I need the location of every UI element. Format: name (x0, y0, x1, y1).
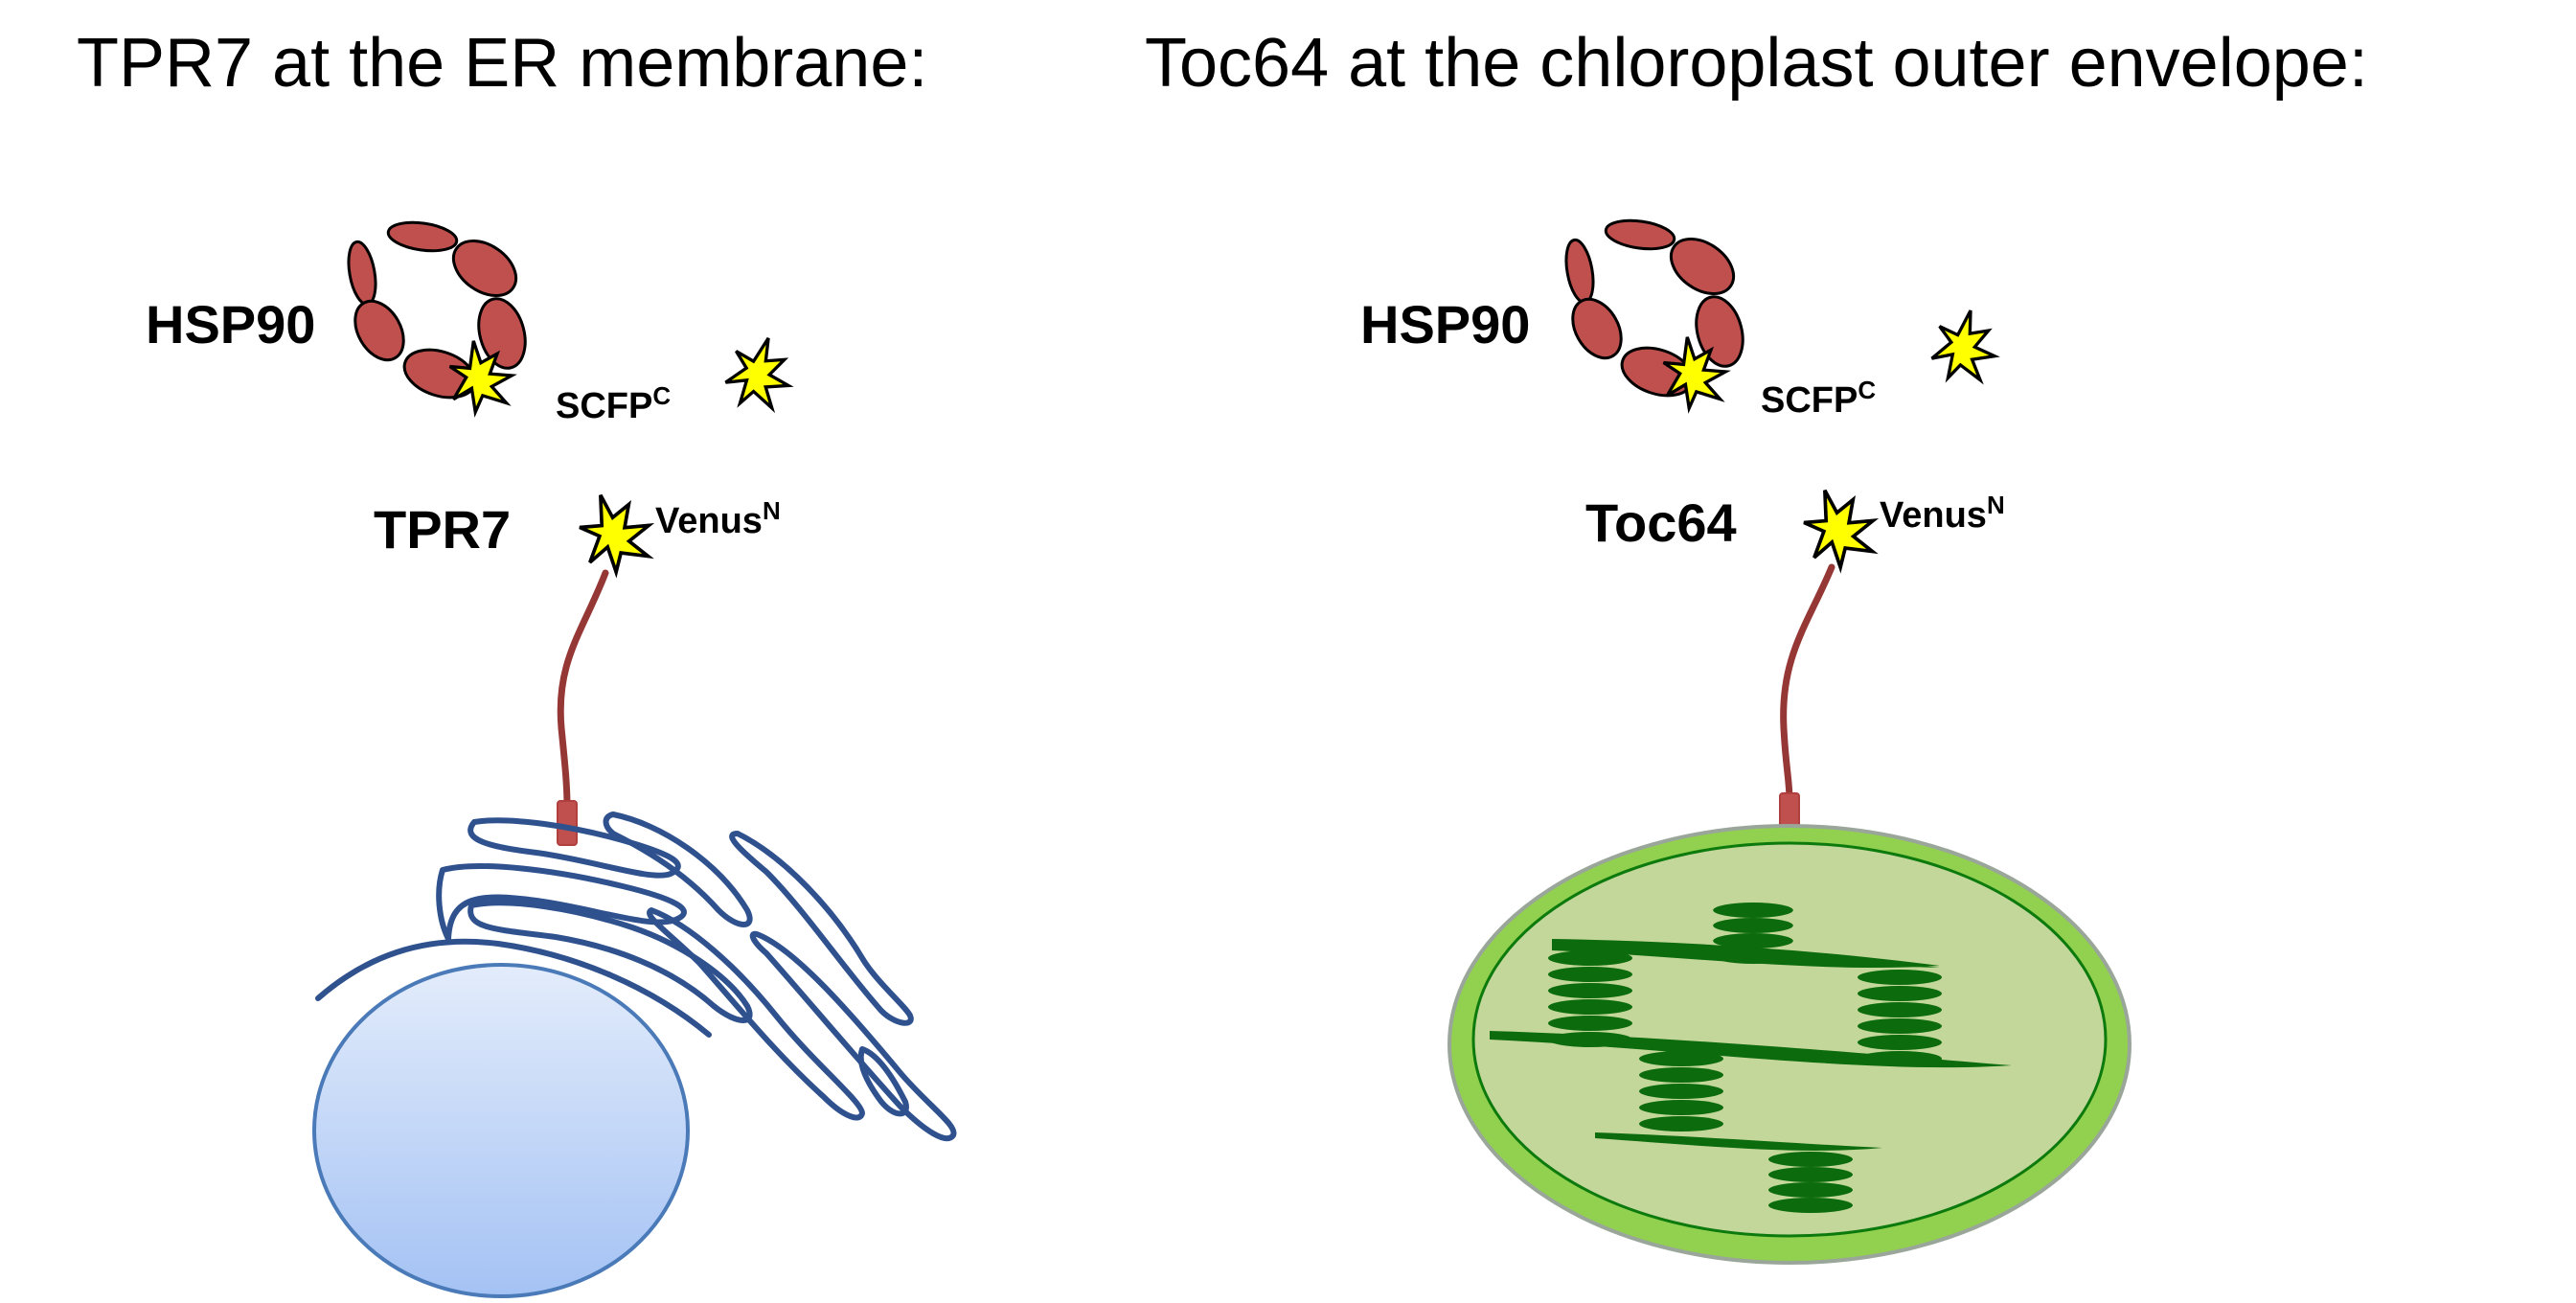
hsp90-label: HSP90 (146, 294, 315, 354)
venus-fragment-icon (1797, 481, 1882, 575)
toc64-tether (1780, 563, 1835, 804)
tpr7-tether (557, 569, 609, 811)
scfp-label: SCFPC (1761, 376, 1876, 421)
panel-title-er: TPR7 at the ER membrane: (77, 25, 927, 102)
chloroplast (1448, 824, 2131, 1265)
membrane-anchor-left (557, 800, 578, 846)
panel-title-chloroplast: Toc64 at the chloroplast outer envelope: (1145, 25, 2368, 102)
hsp90-label: HSP90 (1360, 294, 1530, 354)
venus-fragment-icon (573, 486, 658, 580)
protein-label-toc64: Toc64 (1585, 492, 1737, 553)
nucleus (312, 963, 690, 1298)
granum-stack (1639, 1051, 1723, 1132)
protein-label-tpr7: TPR7 (374, 499, 511, 560)
venus-label: VenusN (655, 496, 781, 541)
free-scfp-fragment-icon (1922, 301, 2009, 393)
endoplasmic-reticulum (315, 812, 957, 1142)
venus-label: VenusN (1880, 491, 2005, 536)
scfp-label: SCFPC (556, 381, 671, 426)
hsp90-complex-left (342, 217, 535, 414)
free-scfp-fragment-icon (715, 326, 805, 421)
hsp90-complex-right (1560, 215, 1752, 410)
